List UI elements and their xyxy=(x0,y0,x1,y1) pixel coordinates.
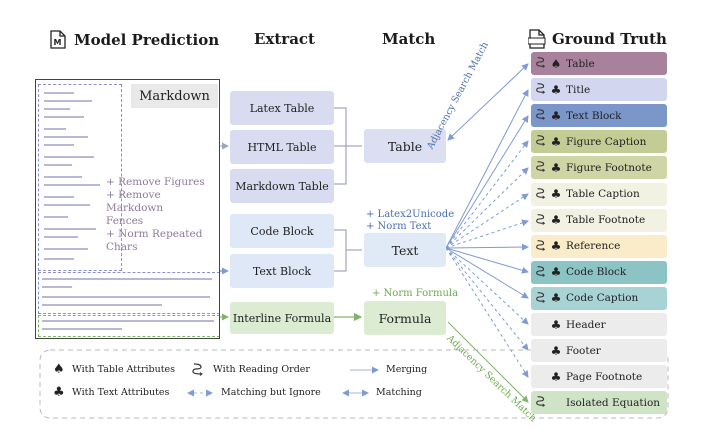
gt-item-table: ♠ Table xyxy=(531,52,667,75)
gt-item-table-caption: ♣ Table Caption xyxy=(531,182,667,206)
model-prediction-header: M Model Prediction xyxy=(50,30,219,49)
legend-ignore: Matching but Ignore xyxy=(221,387,321,398)
match-text: Text xyxy=(364,233,446,267)
gt-item-text-block: ♣ Text Block xyxy=(531,104,667,128)
reading-order-icon xyxy=(535,395,549,410)
legend-text-attr: With Text Attributes xyxy=(72,387,170,398)
header-ground-truth: Ground Truth xyxy=(552,30,667,48)
markdown-formula-region xyxy=(38,315,219,337)
extract-latex-table: Latex Table xyxy=(230,91,334,125)
gt-item-table-footnote: ♣ Table Footnote xyxy=(531,208,667,232)
reading-order-icon xyxy=(535,160,549,175)
gt-item-page-footnote: ♣ Page Footnote xyxy=(531,365,667,389)
gt-item-code-caption: ♣ Code Caption xyxy=(531,286,667,310)
note-remove-markdown: + Remove Markdown xyxy=(106,189,164,214)
note-norm-repeated: + Norm Repeated xyxy=(106,228,203,240)
gt-item-label: Code Block xyxy=(566,266,627,279)
gt-item-label: Page Footnote xyxy=(566,370,643,383)
reading-order-icon xyxy=(535,187,549,202)
club-icon: ♣ xyxy=(550,317,562,332)
gt-item-code-block: ♣ Code Block xyxy=(531,260,667,284)
note-chars: Chars xyxy=(106,241,138,253)
reading-order-icon xyxy=(192,363,203,376)
spade-icon: ♠ xyxy=(550,56,562,71)
header-model-prediction: Model Prediction xyxy=(74,30,220,49)
legend-merging: Merging xyxy=(386,364,428,375)
club-icon: ♣ xyxy=(550,160,562,175)
extract-markdown-table: Markdown Table xyxy=(230,169,334,203)
arrow-table-to-gt xyxy=(447,63,529,141)
club-icon: ♣ xyxy=(550,343,562,358)
preprocess-notes: + Remove Figures + Remove Markdown Fence… xyxy=(106,176,219,254)
json-file-icon xyxy=(528,29,546,49)
gt-item-figure-footnote: ♣ Figure Footnote xyxy=(531,156,667,180)
club-icon: ♣ xyxy=(550,213,562,228)
svg-text:M: M xyxy=(54,38,62,47)
extract-text-block: Text Block xyxy=(230,254,334,288)
gt-item-label: Title xyxy=(566,83,591,96)
reading-order-icon xyxy=(535,213,549,228)
gt-item-figure-caption: ♣ Figure Caption xyxy=(531,130,667,154)
extract-code-block: Code Block xyxy=(230,214,334,248)
club-icon: ♣ xyxy=(550,108,562,123)
gt-item-label: Text Block xyxy=(566,109,622,122)
note-latex2unicode: + Latex2Unicode xyxy=(366,209,455,220)
note-remove-figures: + Remove Figures xyxy=(106,176,205,188)
match-table: Table xyxy=(364,129,446,163)
club-icon: ♣ xyxy=(53,385,65,400)
gt-item-label: Code Caption xyxy=(566,292,639,305)
markdown-document: Markdown + Remove Figures + Remove Markd… xyxy=(35,79,220,339)
reading-order-icon xyxy=(535,56,549,71)
note-norm-text: + Norm Text xyxy=(366,221,432,232)
club-icon: ♣ xyxy=(550,82,562,97)
merge-bracket-table xyxy=(334,107,362,185)
club-icon: ♣ xyxy=(550,265,562,280)
gt-item-label: Header xyxy=(566,318,606,331)
note-norm-formula: + Norm Formula xyxy=(372,288,459,299)
club-icon: ♣ xyxy=(550,239,562,254)
gt-item-label: Footer xyxy=(566,344,601,357)
reading-order-icon xyxy=(535,239,549,254)
merge-bracket-text xyxy=(334,229,362,272)
ground-truth-header: Ground Truth xyxy=(528,29,667,49)
extract-html-table: HTML Table xyxy=(230,130,334,164)
gt-item-label: Figure Caption xyxy=(566,135,647,148)
header-extract: Extract xyxy=(254,30,315,48)
legend-table-attr: With Table Attributes xyxy=(72,364,176,375)
gt-item-label: Figure Footnote xyxy=(566,161,652,174)
markdown-label: Markdown xyxy=(131,84,218,108)
gt-item-footer: ♣ Footer xyxy=(531,339,667,363)
document-m-icon: M xyxy=(50,30,66,49)
gt-item-label: Isolated Equation xyxy=(566,396,661,409)
match-formula: Formula xyxy=(364,301,446,335)
club-icon: ♣ xyxy=(550,187,562,201)
gt-item-reference: ♣ Reference xyxy=(531,234,667,258)
note-fences: Fences xyxy=(106,215,144,227)
gt-item-label: Reference xyxy=(566,240,621,253)
reading-order-icon xyxy=(535,265,549,280)
reading-order-icon xyxy=(535,82,549,97)
gt-item-label: Table Footnote xyxy=(566,214,646,227)
spade-icon: ♠ xyxy=(53,362,65,377)
reading-order-icon xyxy=(535,108,549,123)
reading-order-icon xyxy=(535,291,549,306)
gt-item-header: ♣ Header xyxy=(531,313,667,336)
markdown-table-region xyxy=(38,84,122,271)
gt-item-label: Table xyxy=(566,57,595,70)
legend-reading-order: With Reading Order xyxy=(213,364,310,375)
header-match: Match xyxy=(382,30,436,48)
legend-frame xyxy=(39,349,669,419)
legend-matching: Matching xyxy=(376,387,422,398)
gt-item-label: Table Caption xyxy=(566,188,640,200)
reading-order-icon xyxy=(535,134,549,149)
gt-item-isolated-equation: Isolated Equation xyxy=(531,391,667,415)
extract-interline-formula: Interline Formula xyxy=(230,302,334,334)
markdown-text-region xyxy=(38,272,219,314)
gt-item-title: ♣ Title xyxy=(531,78,667,102)
arrow-formula-to-gt xyxy=(447,321,529,403)
club-icon: ♣ xyxy=(550,291,562,306)
club-icon: ♣ xyxy=(550,369,562,384)
club-icon: ♣ xyxy=(550,134,562,149)
